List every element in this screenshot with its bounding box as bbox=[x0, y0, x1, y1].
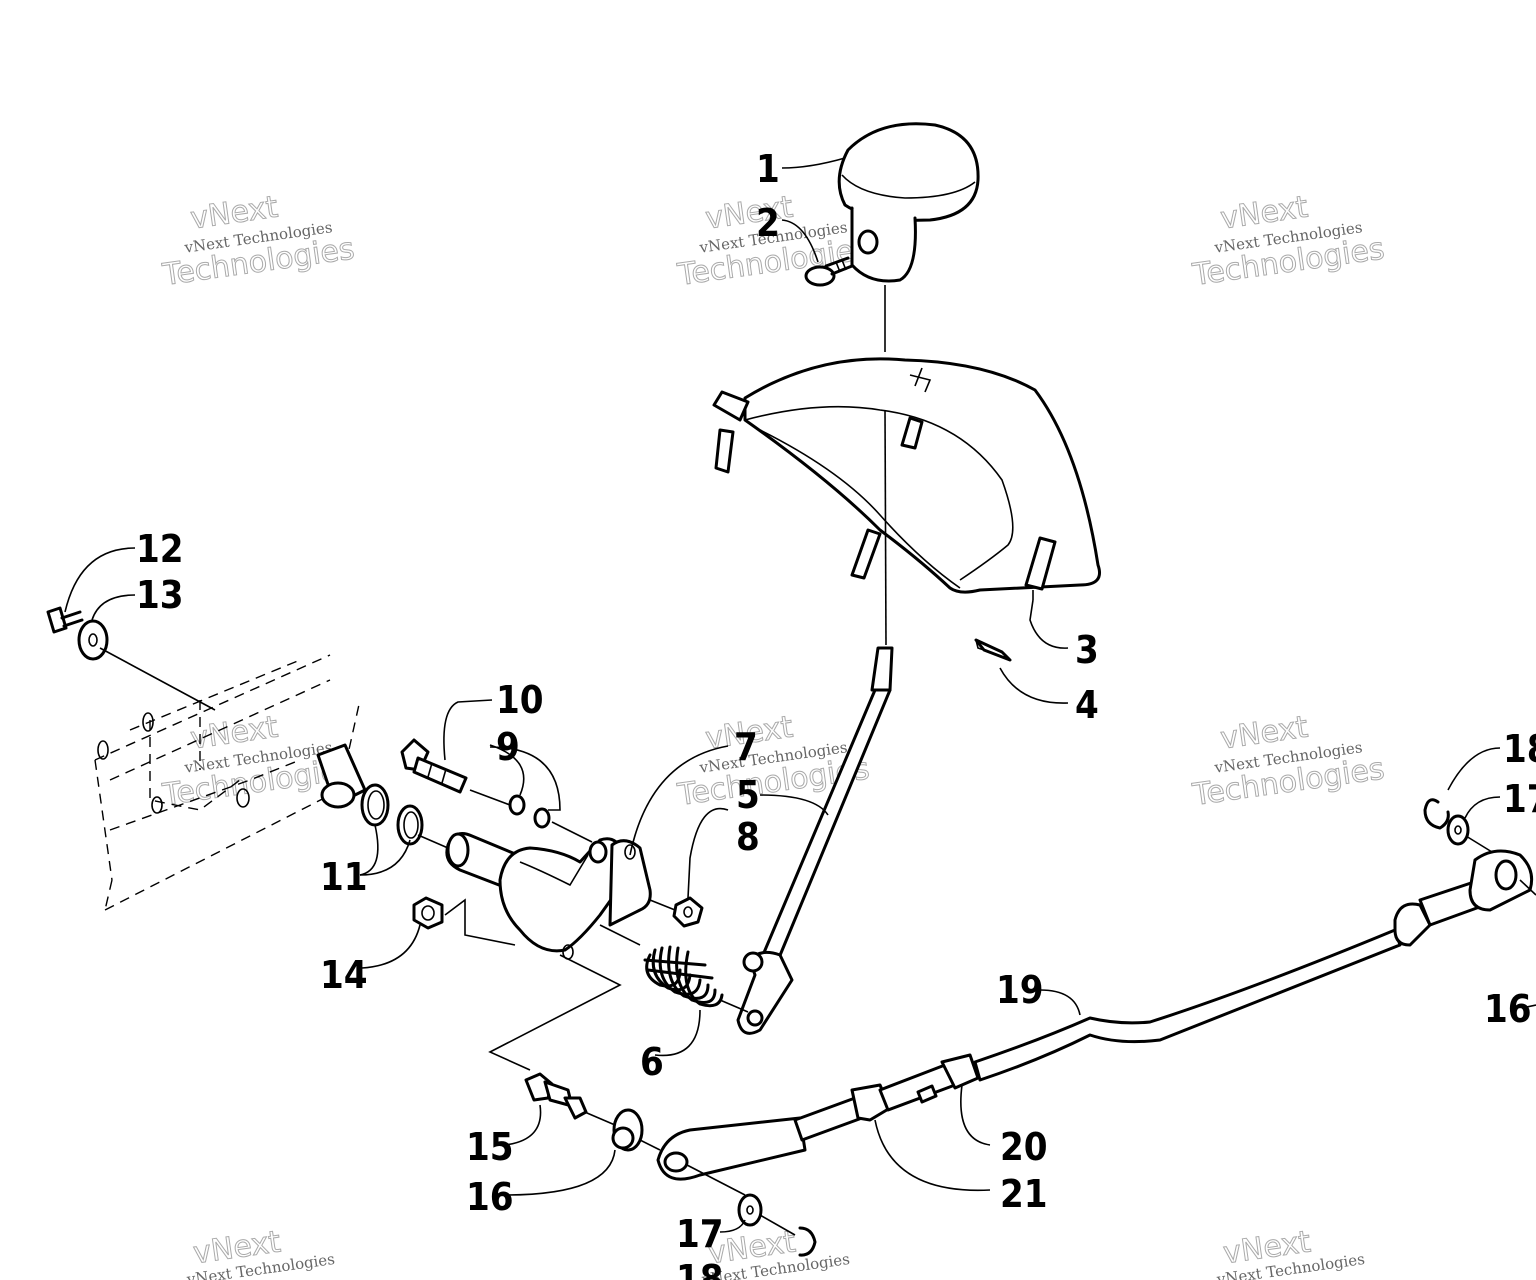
callout-17-right: 17 bbox=[1503, 777, 1536, 821]
nut-14-part bbox=[412, 896, 516, 946]
callout-8: 8 bbox=[736, 815, 760, 859]
bolt-12-part bbox=[46, 606, 84, 634]
frame-bracket-part bbox=[94, 654, 361, 911]
callout-19: 19 bbox=[996, 968, 1044, 1012]
shift-cover-part bbox=[712, 357, 1101, 600]
callout-16-right: 16 bbox=[1484, 987, 1532, 1031]
callout-3: 3 bbox=[1075, 628, 1099, 672]
watermark-mid-right: vNext vNext Technologies Technologies bbox=[1189, 709, 1387, 813]
shift-lever-part bbox=[736, 409, 894, 1035]
watermark-bottom-left: vNext vNext Technologies bbox=[185, 1224, 336, 1280]
o-ring-11b-part bbox=[396, 804, 424, 846]
shift-knob-part bbox=[837, 122, 980, 352]
o-ring-11a-part bbox=[360, 783, 390, 827]
knob-screw-part bbox=[804, 256, 854, 287]
callout-15: 15 bbox=[466, 1125, 514, 1169]
callout-1: 1 bbox=[756, 147, 780, 191]
washer-9a-part bbox=[508, 794, 526, 816]
pivot-bolt-10-part bbox=[400, 738, 511, 806]
clip-part bbox=[974, 638, 1012, 662]
callout-9: 9 bbox=[496, 725, 520, 769]
watermark-top-left: vNext vNext Technologies Technologies bbox=[159, 189, 357, 293]
shift-rod-part bbox=[656, 849, 1536, 1196]
callout-21: 21 bbox=[1000, 1172, 1048, 1216]
callout-14: 14 bbox=[320, 953, 368, 997]
callout-16: 16 bbox=[466, 1175, 514, 1219]
washer-17-bottom-part bbox=[737, 1193, 796, 1236]
callout-17: 17 bbox=[676, 1212, 724, 1256]
callout-labels: 1 2 3 4 5 6 7 8 9 10 11 12 13 14 15 16 1… bbox=[136, 147, 1536, 1280]
callout-5: 5 bbox=[736, 773, 760, 817]
shift-arm-bracket-part bbox=[498, 837, 681, 960]
callout-7: 7 bbox=[734, 725, 758, 769]
callout-12: 12 bbox=[136, 527, 184, 571]
callout-18-right: 18 bbox=[1503, 727, 1536, 771]
washer-13-part bbox=[77, 619, 216, 711]
callout-11: 11 bbox=[320, 855, 368, 899]
callout-2: 2 bbox=[756, 201, 780, 245]
callout-6: 6 bbox=[640, 1040, 664, 1084]
washer-9b-part bbox=[533, 807, 593, 843]
clip-18-bottom-part bbox=[798, 1226, 817, 1257]
housing-part bbox=[316, 743, 367, 809]
fitting-15-part bbox=[524, 1072, 588, 1120]
watermark-bottom-right: vNext vNext Technologies bbox=[1215, 1224, 1366, 1280]
washer-17-right-part bbox=[1446, 814, 1493, 853]
bushing-16-part bbox=[611, 1108, 644, 1152]
nut-8-part bbox=[672, 896, 704, 928]
leader-lines bbox=[64, 157, 1536, 1233]
callout-20: 20 bbox=[1000, 1125, 1048, 1169]
callout-18: 18 bbox=[676, 1257, 724, 1280]
watermark-top-right: vNext vNext Technologies Technologies bbox=[1189, 189, 1387, 293]
callout-10: 10 bbox=[496, 678, 544, 722]
clip-18-right-part bbox=[1423, 798, 1450, 830]
spring-part bbox=[643, 945, 749, 1013]
callout-13: 13 bbox=[136, 573, 184, 617]
callout-4: 4 bbox=[1075, 683, 1099, 727]
